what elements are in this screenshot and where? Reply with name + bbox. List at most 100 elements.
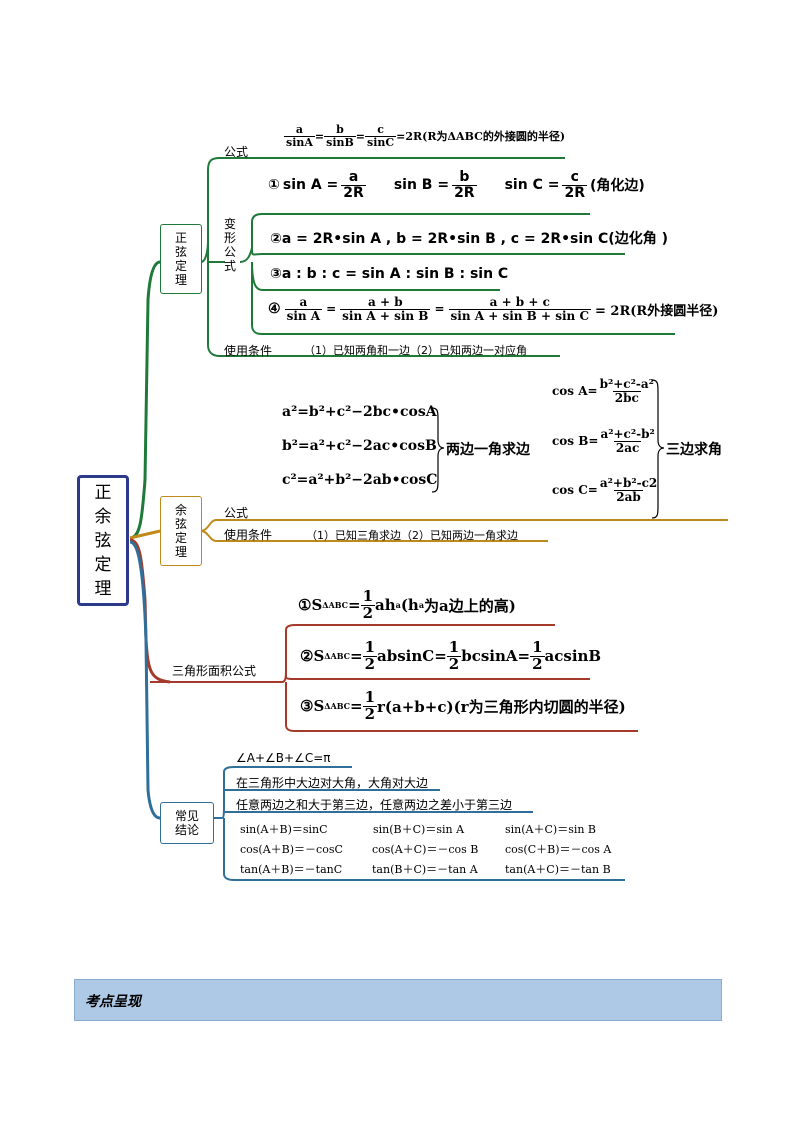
frac-den: 2 xyxy=(360,603,375,622)
frac-num: a xyxy=(295,123,304,136)
sine-condition-label: 使用条件 xyxy=(224,344,273,358)
expr-part: 为a边上的高) xyxy=(424,596,516,615)
expr-sub: a xyxy=(418,600,425,611)
common-grid-cell: sin(A＋B)＝sinC xyxy=(240,823,328,836)
sine-condition-text: （1）已知两角和一边（2）已知两边一对应角 xyxy=(304,344,527,357)
frac-num: c xyxy=(570,169,579,185)
expr-part: ①S xyxy=(298,596,323,615)
expr-part: ah xyxy=(375,596,396,615)
expr-lhs: cos B= xyxy=(552,434,599,449)
sine-main-tail: =2R(R为ΔABC的外接圆的半径) xyxy=(396,130,566,144)
frac-num: a + b xyxy=(368,295,403,309)
expr-part: sin C = xyxy=(504,177,560,194)
frac-num: a²+b²-c2 xyxy=(599,476,658,490)
sine-theorem-label: 正 弦 定 理 xyxy=(174,231,187,287)
item-number: ① xyxy=(268,177,280,194)
frac-num: a xyxy=(299,295,308,309)
cosine-condition-text: （1）已知三角求边（2）已知两边一角求边 xyxy=(306,529,518,542)
expr-lhs: cos C= xyxy=(552,483,598,498)
frac-den: 2 xyxy=(530,654,545,673)
common-line-1: ∠A+∠B+∠C=π xyxy=(236,751,331,765)
common-grid-cell: tan(A＋B)＝－tanC xyxy=(240,863,343,876)
frac-num: c xyxy=(377,123,384,136)
expr-sub: ΔABC xyxy=(322,600,348,611)
sine-variant-2: ②a = 2R•sin A , b = 2R•sin B , c = 2R•si… xyxy=(270,231,668,247)
item-number: ④ xyxy=(268,301,281,318)
expr-tail: = 2R(R外接圆半径) xyxy=(595,303,719,319)
common-grid-cell: tan(A＋C)＝－tan B xyxy=(505,863,611,876)
cosine-condition-label: 使用条件 xyxy=(224,528,273,542)
frac-num: a xyxy=(348,169,359,185)
expr-part: bcsinA= xyxy=(461,647,531,666)
common-grid-cell: sin(A＋C)＝sin B xyxy=(505,823,597,836)
frac-den: 2ab xyxy=(614,489,643,504)
frac-num: b xyxy=(459,169,470,185)
frac-num: a²+c²-b² xyxy=(600,427,655,441)
frac-den: 2bc xyxy=(612,390,641,405)
expr-part: (h xyxy=(400,596,419,615)
frac-den: 2ac xyxy=(613,440,642,455)
cosine-formula-label: 公式 xyxy=(224,506,249,520)
frac-num: 1 xyxy=(364,638,375,656)
frac-den: 2 xyxy=(446,654,462,673)
common-grid-cell: cos(A＋C)＝－cos B xyxy=(372,843,479,856)
cosine-theorem-node[interactable]: 余 弦 定 理 xyxy=(160,496,202,566)
expr-part: = xyxy=(347,596,361,615)
expr-part: ③S xyxy=(300,697,325,716)
root-label: 正 余 弦 定 理 xyxy=(94,482,112,599)
expr-note: (角化边) xyxy=(589,178,645,195)
common-line-3: 任意两边之和大于第三边，任意两边之差小于第三边 xyxy=(236,798,513,812)
expr-sub: ΔABC xyxy=(324,651,350,662)
frac-den: sin A xyxy=(284,308,323,323)
sine-theorem-node[interactable]: 正 弦 定 理 xyxy=(160,224,202,294)
frac-num: a + b + c xyxy=(489,295,550,309)
common-conclusions-label: 常见 结论 xyxy=(174,809,199,837)
expr-part: sin B = xyxy=(393,177,450,194)
frac-num: 1 xyxy=(448,638,460,656)
frac-den: 2R xyxy=(341,184,366,201)
frac-num: b²+c²-a² xyxy=(599,377,654,391)
common-conclusions-node[interactable]: 常见 结论 xyxy=(160,802,214,844)
sine-variant-3: ③a : b : c = sin A : sin B : sin C xyxy=(270,266,509,282)
common-grid-cell: tan(B＋C)＝－tan A xyxy=(372,863,478,876)
frac-den: sinC xyxy=(365,135,397,149)
area-formula-label[interactable]: 三角形面积公式 xyxy=(172,664,257,678)
banner-title: 考点呈现 xyxy=(85,994,141,1010)
cosine-left-note: 两边一角求边 xyxy=(446,442,530,458)
cosine-left-1: a²=b²+c²−2bc•cosA xyxy=(282,404,437,420)
expr-part: = xyxy=(349,647,363,666)
expr-sub: ΔABC xyxy=(324,701,350,712)
sine-formula-label: 公式 xyxy=(224,145,249,159)
cosine-left-3: c²=a²+b²−2ab•cosC xyxy=(282,472,438,488)
expr-part: r(a+b+c)(r为三角形内切圆的半径) xyxy=(377,697,626,716)
common-grid-cell: cos(C＋B)＝－cos A xyxy=(505,843,612,856)
cosine-theorem-label: 余 弦 定 理 xyxy=(174,503,187,559)
frac-den: sin A + sin B xyxy=(340,308,431,323)
root-node[interactable]: 正 余 弦 定 理 xyxy=(77,475,129,606)
expr-part: ②S xyxy=(300,647,325,666)
expr-sub: a xyxy=(395,600,401,611)
frac-num: 1 xyxy=(364,688,375,706)
common-grid-cell: sin(B＋C)＝sin A xyxy=(373,823,465,836)
common-line-2: 在三角形中大边对大角，大角对大边 xyxy=(236,776,429,790)
section-banner: 考点呈现 xyxy=(74,979,722,1021)
expr-lhs: cos A= xyxy=(552,384,598,399)
expr-part: absinC= xyxy=(377,647,447,666)
expr-part: acsinB xyxy=(544,647,602,666)
variant-formula-label: 变 形 公 式 xyxy=(224,217,237,273)
frac-den: sinA xyxy=(284,135,315,149)
frac-den: 2 xyxy=(362,704,377,723)
frac-den: sin A + sin B + sin C xyxy=(448,308,591,323)
frac-den: sinB xyxy=(324,135,356,149)
frac-num: 1 xyxy=(362,587,373,605)
frac-den: 2R xyxy=(562,184,587,201)
